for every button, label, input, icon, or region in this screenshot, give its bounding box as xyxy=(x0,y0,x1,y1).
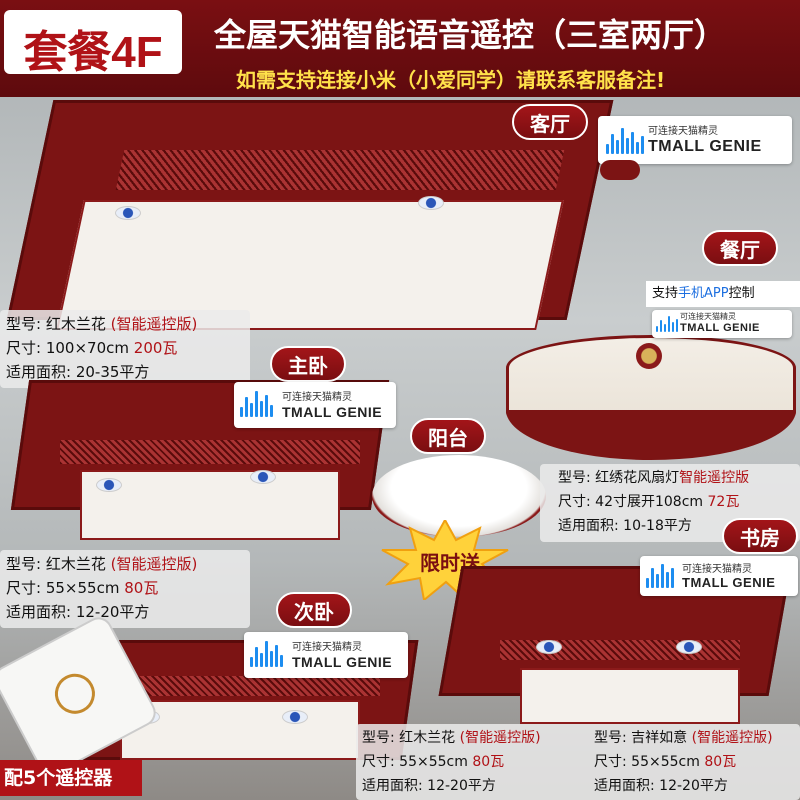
tmall-genie-icon xyxy=(250,641,283,667)
remote-count-label: 配5个遥控器 xyxy=(0,760,142,796)
tmall-genie-icon xyxy=(606,126,644,154)
spec-model-row: 型号: 红木兰花 (智能遥控版) xyxy=(362,730,541,746)
tmall-brand-text: TMALL GENIE xyxy=(282,404,383,420)
porcelain-knob xyxy=(676,640,702,654)
tmall-badge: 可连接天猫精灵 TMALL GENIE xyxy=(244,632,408,678)
spec-panel xyxy=(0,550,250,628)
page-subtitle: 如需支持连接小米（小爱同学）请联系客服备注! xyxy=(236,68,666,92)
tmall-badge: 可连接天猫精灵 TMALL GENIE xyxy=(598,116,792,164)
tmall-badge: 可连接天猫精灵 TMALL GENIE xyxy=(234,382,396,428)
spec-area-row: 适用面积: 20-35平方 xyxy=(6,363,150,381)
starburst-shape xyxy=(381,520,509,600)
spec-second: 型号: 红木兰花 (智能遥控版) 尺寸: 55×55cm 80瓦 适用面积: 1… xyxy=(362,726,541,798)
lamp-shade xyxy=(520,668,740,724)
room-tag-balcony: 阳台 xyxy=(410,418,486,454)
tmall-badge: 可连接天猫精灵 TMALL GENIE xyxy=(652,310,792,338)
balcony-round-lamp xyxy=(372,455,546,537)
tmall-connect-text: 可连接天猫精灵 xyxy=(648,126,718,137)
spec-area-row: 适用面积: 12-20平方 xyxy=(362,778,496,794)
room-tag-living: 客厅 xyxy=(512,104,588,140)
tmall-connect-text: 可连接天猫精灵 xyxy=(682,564,752,575)
lamp-lattice xyxy=(115,150,565,190)
spec-model-row: 型号: 红绣花风扇灯智能遥控版 xyxy=(558,470,750,486)
spec-area-row: 适用面积: 12-20平方 xyxy=(6,603,150,621)
spec-area-row: 适用面积: 12-20平方 xyxy=(594,778,728,794)
fan-stem xyxy=(600,160,640,180)
porcelain-knob xyxy=(115,206,141,220)
spec-study: 型号: 吉祥如意 (智能遥控版) 尺寸: 55×55cm 80瓦 适用面积: 1… xyxy=(594,726,773,798)
room-tag-second: 次卧 xyxy=(276,592,352,628)
spec-size-row: 尺寸: 42寸展开108cm 72瓦 xyxy=(558,494,740,510)
tmall-brand-text: TMALL GENIE xyxy=(292,654,393,670)
page-title: 全屋天猫智能语音遥控（三室两厅） xyxy=(214,16,727,54)
tmall-badge: 可连接天猫精灵 TMALL GENIE xyxy=(640,556,798,596)
tmall-connect-text: 可连接天猫精灵 xyxy=(292,642,362,653)
spec-model-row: 型号: 吉祥如意 (智能遥控版) xyxy=(594,730,773,746)
lamp-shade xyxy=(80,470,340,540)
tmall-brand-text: TMALL GENIE xyxy=(680,322,760,334)
spec-area-row: 适用面积: 10-18平方 xyxy=(558,518,692,534)
spec-model-row: 型号: 红木兰花 (智能遥控版) xyxy=(6,555,198,573)
porcelain-knob xyxy=(536,640,562,654)
tmall-genie-icon xyxy=(240,391,273,417)
spec-model-row: 型号: 红木兰花 (智能遥控版) xyxy=(6,315,198,333)
header-banner: 套餐4F 全屋天猫智能语音遥控（三室两厅） 如需支持连接小米（小爱同学）请联系客… xyxy=(0,0,800,97)
porcelain-knob xyxy=(96,478,122,492)
spec-size-row: 尺寸: 55×55cm 80瓦 xyxy=(362,754,505,770)
room-tag-dining: 餐厅 xyxy=(702,230,778,266)
lamp-lattice xyxy=(100,676,380,696)
porcelain-knob xyxy=(250,470,276,484)
app-control-label: 支持手机APP控制 xyxy=(646,281,800,307)
spec-panel xyxy=(0,310,250,388)
tmall-connect-text: 可连接天猫精灵 xyxy=(680,312,736,321)
room-tag-master: 主卧 xyxy=(270,346,346,382)
spec-size-row: 尺寸: 55×55cm 80瓦 xyxy=(6,579,159,597)
spec-master: 型号: 红木兰花 (智能遥控版) 尺寸: 55×55cm 80瓦 适用面积: 1… xyxy=(6,552,197,624)
package-title: 套餐4F xyxy=(23,28,163,77)
lamp-shade xyxy=(120,700,360,760)
spec-panel xyxy=(356,724,800,800)
tmall-brand-text: TMALL GENIE xyxy=(648,138,762,155)
spec-size-row: 尺寸: 55×55cm 80瓦 xyxy=(594,754,737,770)
spec-dining: 型号: 红绣花风扇灯智能遥控版 尺寸: 42寸展开108cm 72瓦 适用面积:… xyxy=(558,466,749,538)
tmall-brand-text: TMALL GENIE xyxy=(682,575,776,590)
porcelain-knob xyxy=(282,710,308,724)
remote-dpad-icon xyxy=(47,666,102,721)
package-badge: 套餐4F xyxy=(4,10,182,77)
lamp-lattice xyxy=(500,640,740,660)
spec-living: 型号: 红木兰花 (智能遥控版) 尺寸: 100×70cm 200瓦 适用面积:… xyxy=(6,312,197,384)
spec-size-row: 尺寸: 100×70cm 200瓦 xyxy=(6,339,178,357)
tmall-connect-text: 可连接天猫精灵 xyxy=(282,392,352,403)
room-tag-study: 书房 xyxy=(722,518,798,554)
lamp-lattice xyxy=(60,440,360,464)
flower-ornament-icon xyxy=(636,343,662,369)
tmall-genie-icon xyxy=(646,564,674,588)
porcelain-knob xyxy=(418,196,444,210)
tmall-genie-icon xyxy=(656,316,678,332)
